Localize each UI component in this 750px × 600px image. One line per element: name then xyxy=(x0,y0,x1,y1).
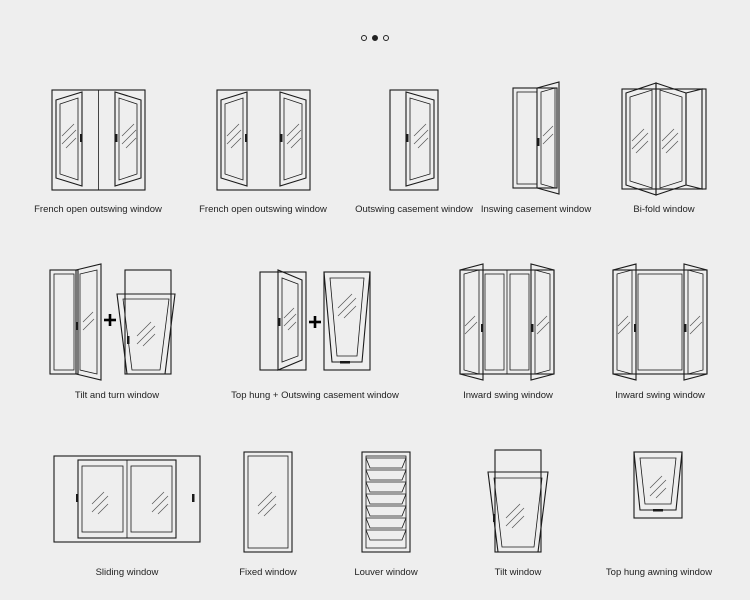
pager-dot-2[interactable] xyxy=(372,35,378,41)
window-item-1 xyxy=(50,88,147,192)
fixed-window-icon xyxy=(243,451,293,553)
tilt-window-icon xyxy=(487,449,549,553)
window-caption-5: Bi-fold window xyxy=(633,204,695,215)
window-caption-3: Outswing casement window xyxy=(355,204,473,215)
window-item-5 xyxy=(620,82,708,196)
tilt-and-turn-window-icon xyxy=(49,263,176,381)
window-item-11 xyxy=(242,450,294,554)
pager-dot-3[interactable] xyxy=(383,35,389,41)
top-hung-awning-window-icon xyxy=(633,451,683,519)
window-caption-9: Inward swing window xyxy=(615,390,705,401)
window-caption-8: Inward swing window xyxy=(463,390,553,401)
window-caption-12: Louver window xyxy=(354,567,418,578)
window-caption-10: Sliding window xyxy=(95,567,159,578)
window-caption-6: Tilt and turn window xyxy=(74,390,160,401)
window-item-6 xyxy=(47,263,177,381)
bi-fold-window-icon xyxy=(621,82,707,196)
window-item-2 xyxy=(215,88,312,192)
french-outswing-window-icon xyxy=(51,89,146,191)
window-item-4 xyxy=(511,81,561,195)
top-hung-outswing-casement-window-icon xyxy=(259,269,371,371)
window-caption-13: Tilt window xyxy=(494,567,542,578)
inward-swing-window-icon xyxy=(459,263,555,381)
window-caption-7: Top hung + Outswing casement window xyxy=(231,390,399,401)
pager-dot-1[interactable] xyxy=(361,35,367,41)
window-caption-1: French open outswing window xyxy=(34,204,162,215)
window-item-3 xyxy=(388,88,440,192)
window-item-9 xyxy=(610,263,710,381)
window-item-7 xyxy=(258,268,374,372)
french-outswing-window-icon xyxy=(216,89,311,191)
sliding-window-icon xyxy=(53,455,201,543)
inward-swing-window-icon xyxy=(612,263,708,381)
outswing-casement-window-icon xyxy=(389,89,439,191)
window-caption-11: Fixed window xyxy=(239,567,297,578)
window-caption-14: Top hung awning window xyxy=(605,567,713,578)
window-item-10 xyxy=(52,452,202,546)
window-item-8 xyxy=(457,263,557,381)
window-item-13 xyxy=(486,448,550,554)
inswing-casement-window-icon xyxy=(512,81,560,195)
window-item-14 xyxy=(632,450,684,520)
window-item-12 xyxy=(360,450,412,554)
carousel-pager xyxy=(361,35,389,41)
window-caption-4: Inswing casement window xyxy=(480,204,592,215)
window-caption-2: French open outswing window xyxy=(199,204,327,215)
louver-window-icon xyxy=(361,451,411,553)
